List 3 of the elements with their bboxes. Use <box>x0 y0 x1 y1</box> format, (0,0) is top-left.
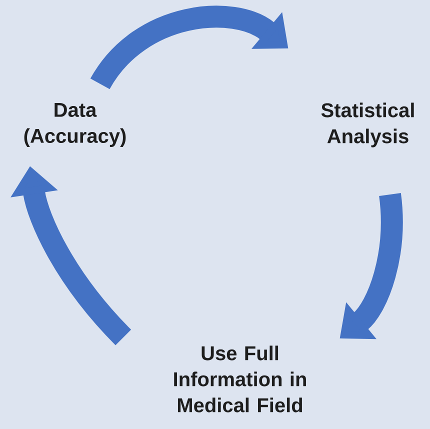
node-label: Statistical Analysis <box>321 102 414 148</box>
node-label: Use Full Information in Medical Field <box>174 346 306 412</box>
node-label: Data (Accuracy) <box>24 103 126 147</box>
